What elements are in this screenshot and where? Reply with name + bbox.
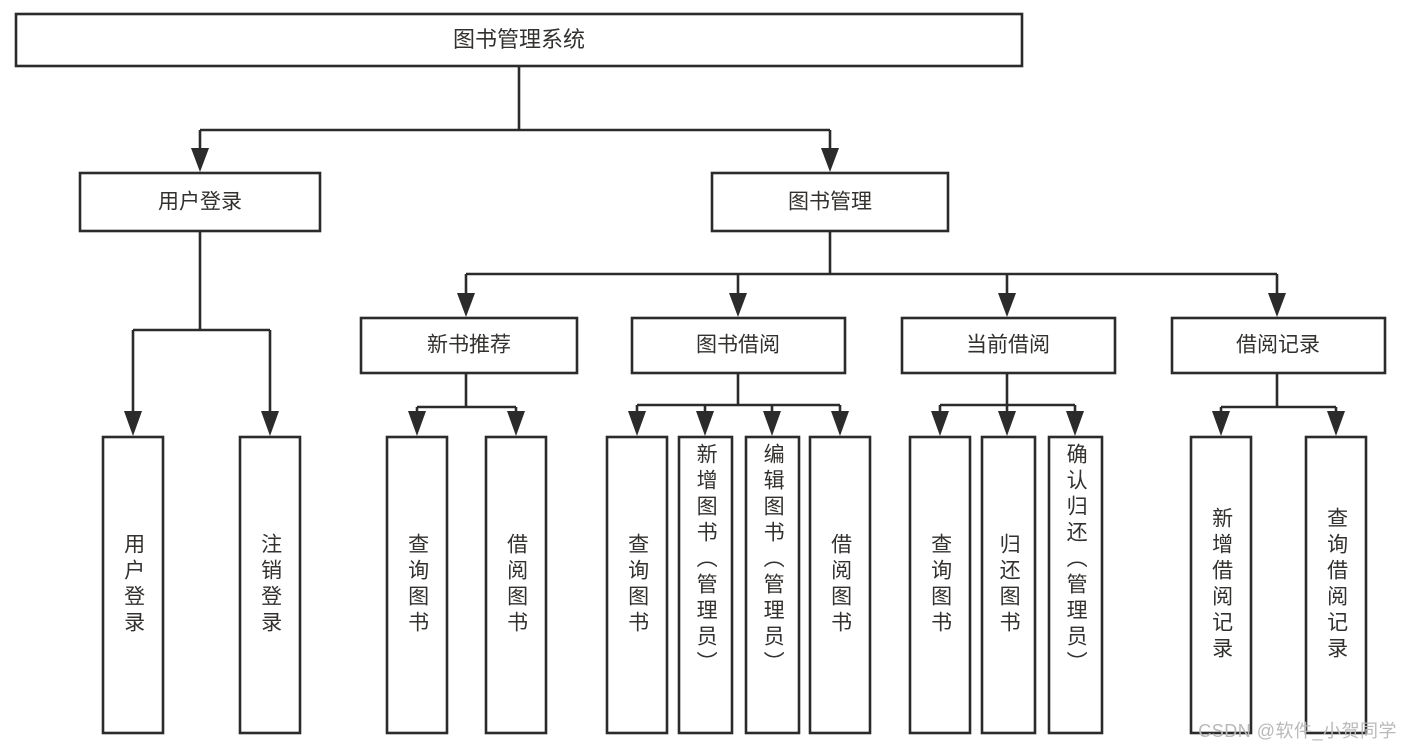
- node-current-borrow-label: 当前借阅: [966, 334, 1050, 357]
- node-leaf-13[interactable]: [1304, 435, 1368, 735]
- node-current-borrow[interactable]: 当前借阅: [900, 316, 1117, 375]
- leaf-box-group: [101, 435, 1368, 735]
- node-borrow-record-label: 借阅记录: [1236, 334, 1320, 357]
- edge-new-book-rec-to-leaves: [408, 373, 525, 436]
- edge-root-to-level2: [191, 66, 839, 172]
- node-leaf-12[interactable]: [1189, 435, 1253, 735]
- node-root[interactable]: 图书管理系统: [14, 12, 1024, 68]
- node-leaf-7[interactable]: [744, 435, 801, 735]
- node-book-borrow[interactable]: 图书借阅: [630, 316, 847, 375]
- node-borrow-record[interactable]: 借阅记录: [1170, 316, 1387, 375]
- node-leaf-4[interactable]: [484, 435, 548, 735]
- edge-user-login-to-leaves: [124, 231, 279, 436]
- edge-borrow-record-to-leaves: [1212, 373, 1345, 436]
- node-root-label: 图书管理系统: [453, 27, 585, 52]
- node-new-book-rec[interactable]: 新书推荐: [359, 316, 579, 375]
- node-user-login-label: 用户登录: [158, 191, 242, 214]
- node-leaf-10[interactable]: [980, 435, 1037, 735]
- node-new-book-rec-label: 新书推荐: [427, 334, 511, 357]
- node-leaf-5[interactable]: [605, 435, 669, 735]
- edge-book-manage-to-level3: [457, 231, 1286, 317]
- node-book-manage-label: 图书管理: [788, 191, 872, 214]
- node-book-manage[interactable]: 图书管理: [710, 171, 950, 233]
- node-leaf-2[interactable]: [238, 435, 302, 735]
- csdn-watermark: CSDN @软件_小贺同学: [1198, 721, 1397, 741]
- edge-book-borrow-to-leaves: [628, 373, 849, 436]
- node-leaf-9[interactable]: [908, 435, 972, 735]
- node-leaf-1[interactable]: [101, 435, 165, 735]
- node-leaf-3[interactable]: [385, 435, 449, 735]
- node-leaf-8[interactable]: [808, 435, 872, 735]
- node-user-login[interactable]: 用户登录: [78, 171, 322, 233]
- node-leaf-6[interactable]: [677, 435, 734, 735]
- node-leaf-11[interactable]: [1047, 435, 1104, 735]
- node-book-borrow-label: 图书借阅: [696, 334, 780, 357]
- edge-current-borrow-to-leaves: [931, 373, 1084, 436]
